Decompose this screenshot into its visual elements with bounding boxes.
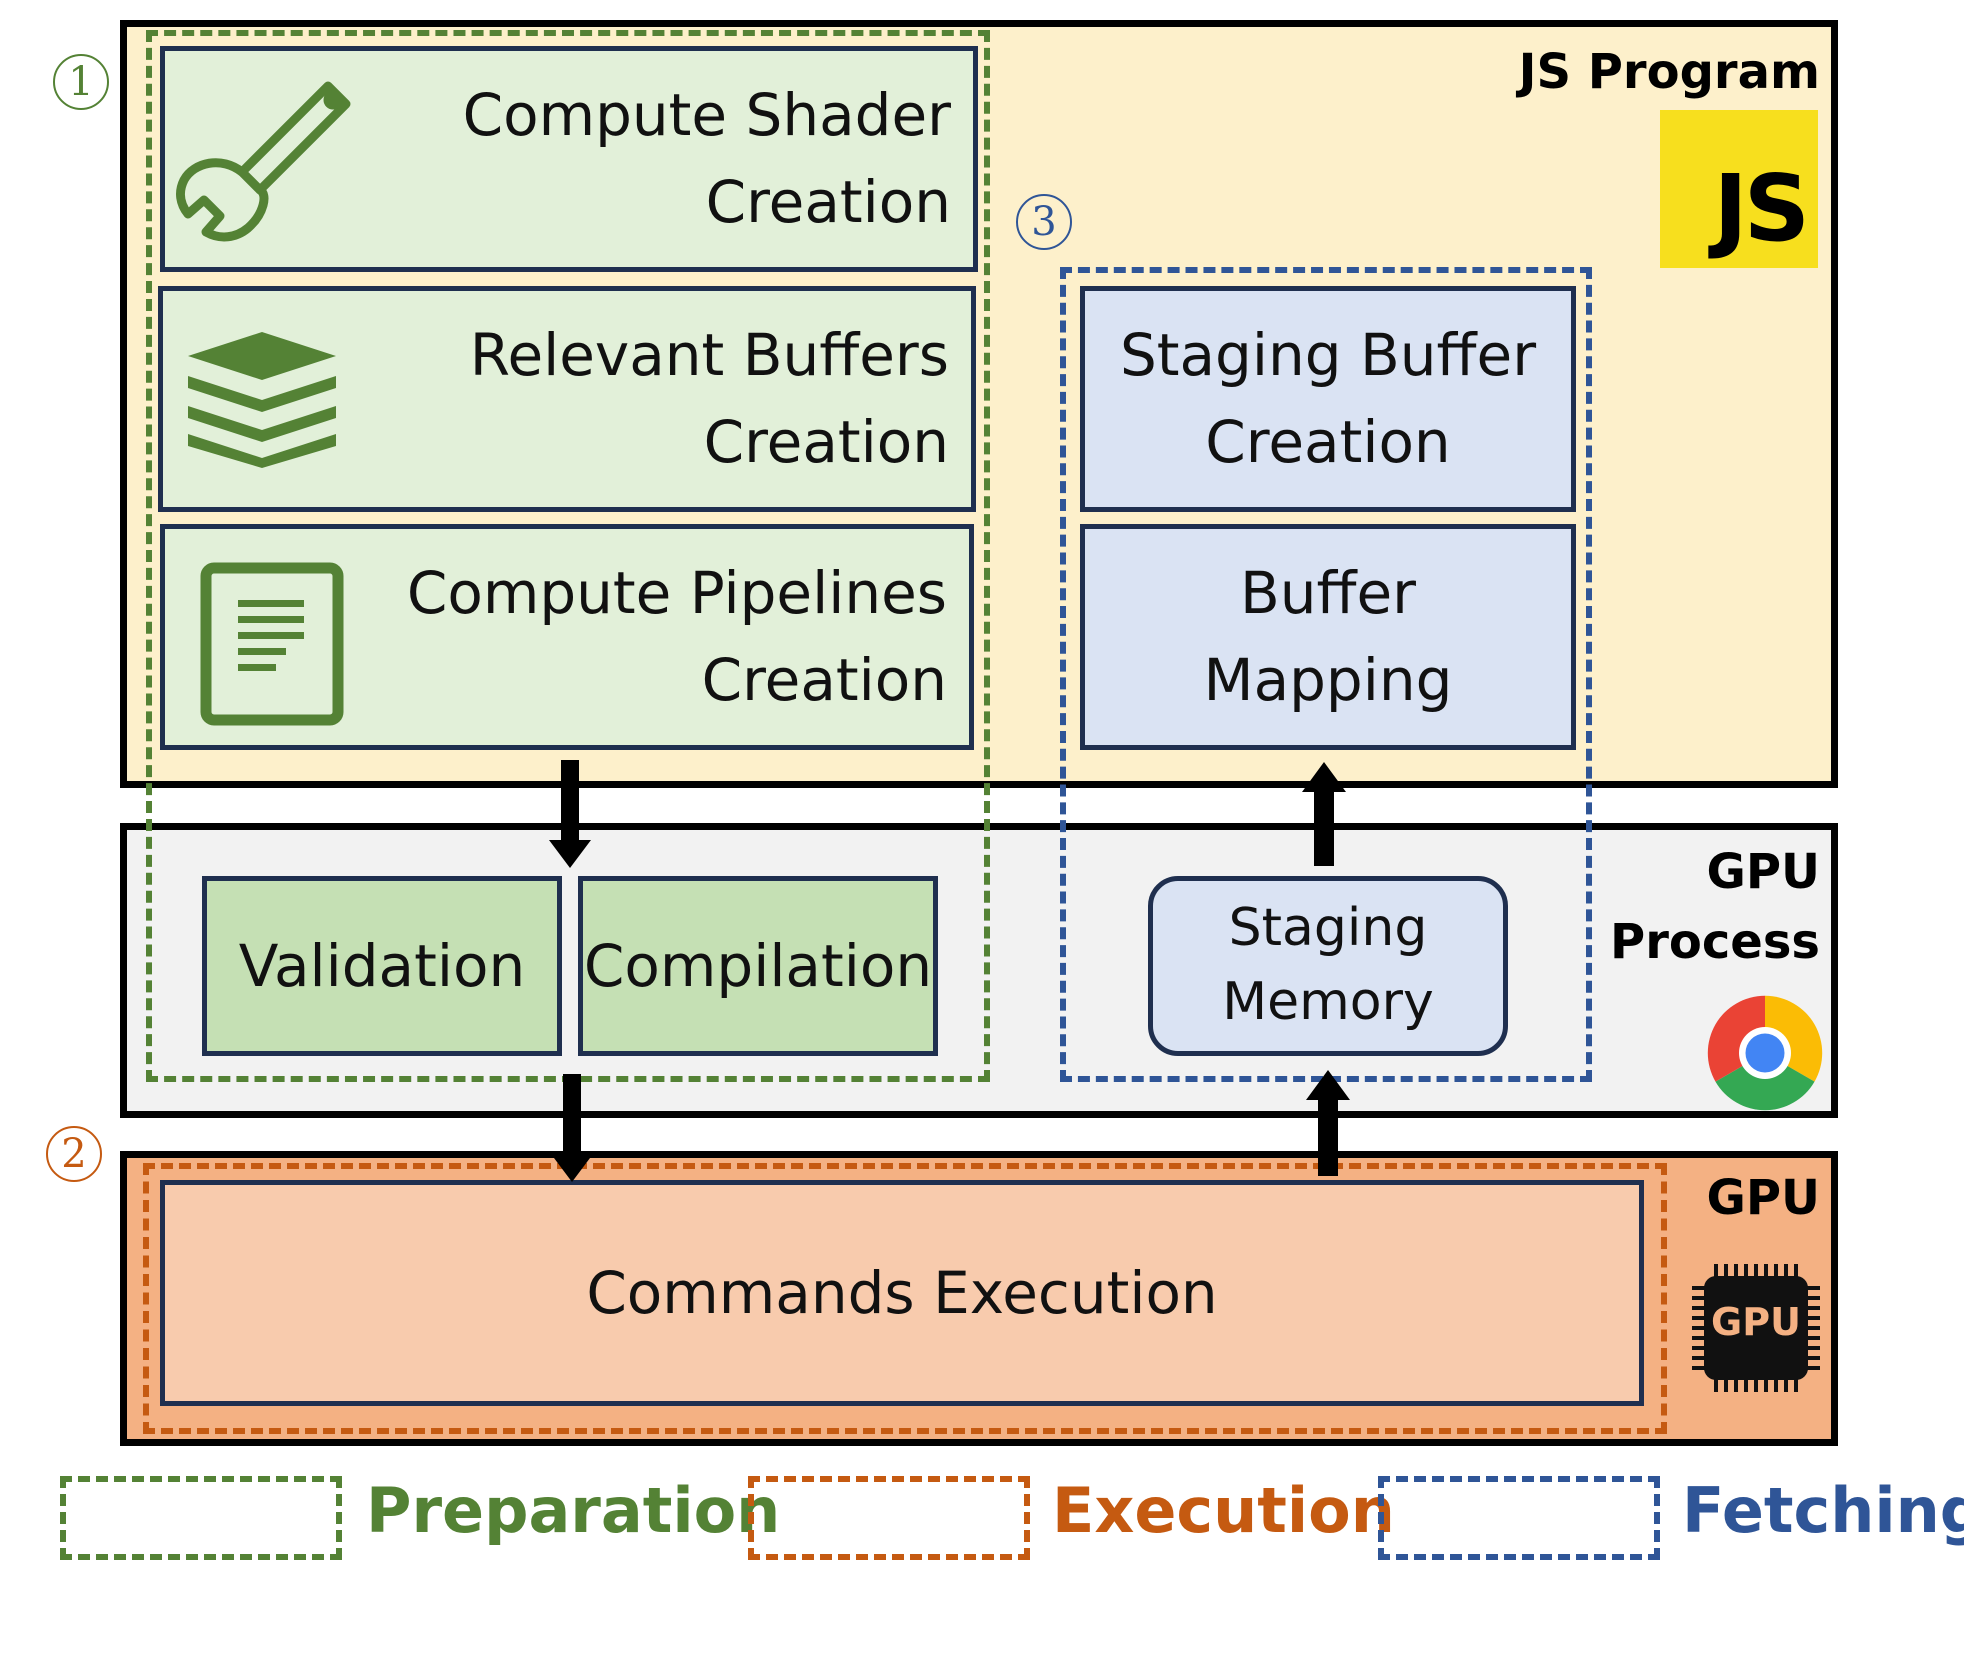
arrow-gpu-to-memory: [1306, 1070, 1350, 1176]
buffer-mapping-line2: Mapping: [1203, 646, 1453, 714]
layers-icon: [188, 332, 336, 468]
gpu-chip-icon: [1692, 1264, 1820, 1392]
legend-preparation-swatch: [60, 1476, 342, 1560]
compilation-label: Compilation: [583, 931, 933, 1000]
staging-memory-line1: Staging: [1228, 898, 1428, 959]
legend-execution-swatch: [748, 1476, 1030, 1560]
step-marker-3: 3: [1016, 194, 1072, 250]
gpu-chip-label: GPU: [1711, 1300, 1801, 1344]
js-program-title: JS Program: [1518, 44, 1820, 100]
arrow-pipelines-to-validation: [549, 760, 591, 868]
step-marker-1: 1: [53, 54, 109, 110]
validation-box: Validation: [202, 876, 562, 1056]
validation-label: Validation: [238, 931, 526, 1000]
gpu-process-title-line2: Process: [1610, 913, 1820, 970]
staging-memory-line2: Memory: [1222, 972, 1434, 1032]
arrow-process-to-gpu: [551, 1074, 593, 1182]
wrench-icon: [176, 81, 351, 242]
legend-preparation-label: Preparation: [366, 1474, 781, 1547]
commands-execution-label: Commands Execution: [586, 1258, 1218, 1327]
compute-pipelines-line2: Creation: [701, 646, 947, 714]
step-marker-2: 2: [46, 1126, 102, 1182]
relevant-buffers-line2: Creation: [703, 408, 949, 476]
js-logo: JS: [1660, 110, 1818, 268]
gpu-title: GPU: [1706, 1170, 1820, 1226]
compute-pipelines-line1: Compute Pipelines: [406, 559, 947, 627]
legend-fetching-swatch: [1378, 1476, 1660, 1560]
commands-execution-box: Commands Execution: [160, 1180, 1644, 1406]
staging-buffer-creation-box: Staging Buffer Creation: [1080, 286, 1576, 512]
buffer-mapping-box: Buffer Mapping: [1080, 524, 1576, 750]
arrow-memory-to-mapping: [1302, 762, 1346, 866]
gpu-process-title: GPU Process: [1540, 838, 1820, 977]
compilation-box: Compilation: [578, 876, 938, 1056]
gpu-process-title-line1: GPU: [1706, 844, 1820, 900]
staging-buffer-line2: Creation: [1205, 408, 1451, 476]
staging-buffer-line1: Staging Buffer: [1119, 321, 1537, 389]
buffer-mapping-line1: Buffer: [1239, 559, 1417, 627]
staging-memory-box: Staging Memory: [1148, 876, 1508, 1056]
chrome-icon: [1707, 995, 1823, 1111]
document-icon: [200, 562, 344, 726]
relevant-buffers-line1: Relevant Buffers: [469, 321, 949, 389]
compute-shader-line2: Creation: [705, 168, 951, 236]
legend-fetching-label: Fetching: [1682, 1474, 1964, 1547]
js-logo-text: JS: [1713, 155, 1810, 262]
execution-group: [143, 1163, 1667, 1434]
compute-shader-line1: Compute Shader: [462, 81, 951, 149]
legend-execution-label: Execution: [1052, 1474, 1395, 1547]
